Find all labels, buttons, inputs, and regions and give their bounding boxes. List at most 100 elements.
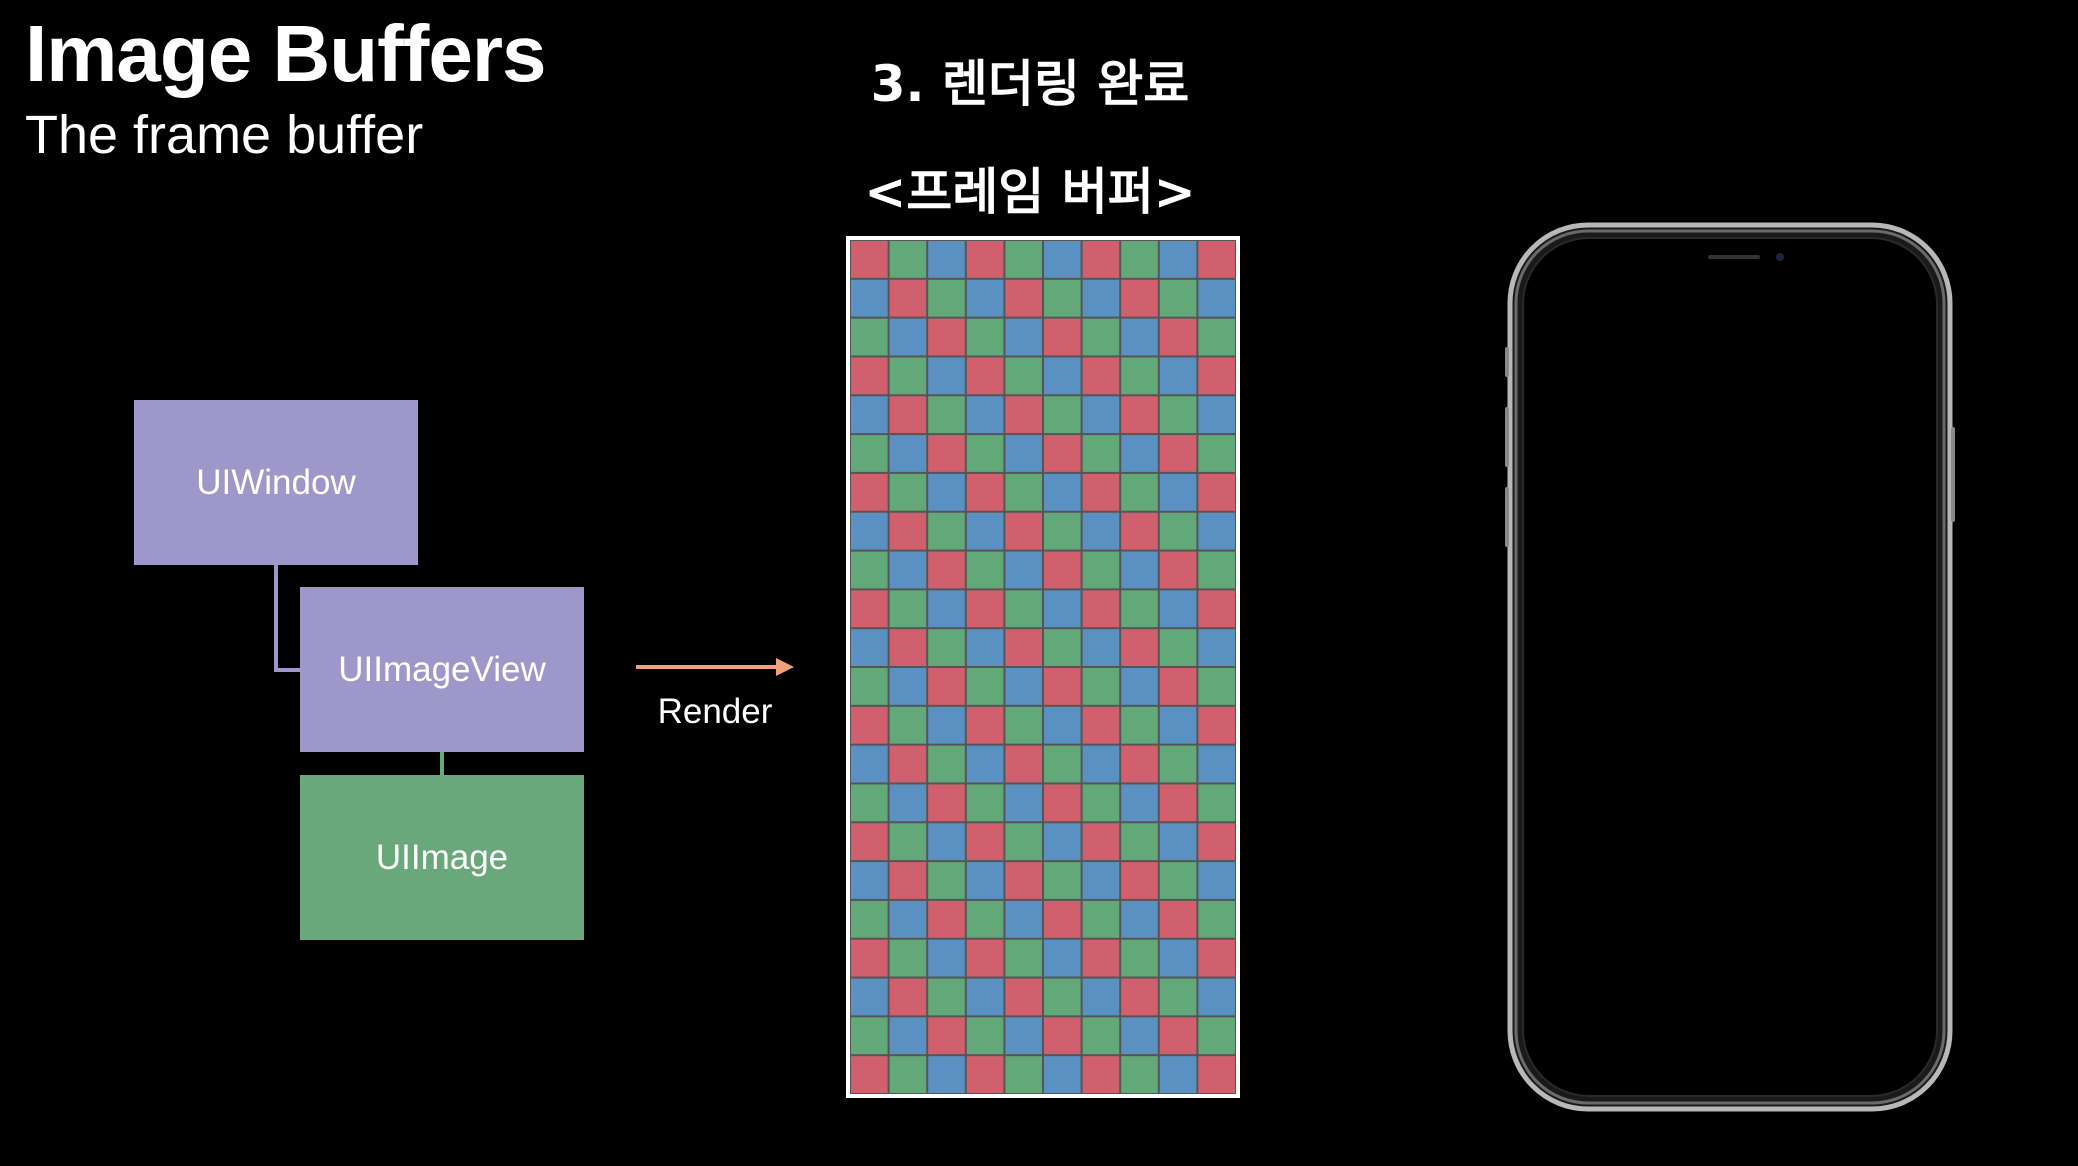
buffer-pixel bbox=[1082, 823, 1120, 861]
buffer-pixel bbox=[1121, 784, 1158, 822]
step-heading: 3. 렌더링 완료 bbox=[870, 55, 1190, 113]
buffer-pixel bbox=[851, 900, 888, 938]
buffer-pixel bbox=[889, 784, 927, 822]
buffer-pixel bbox=[1159, 629, 1197, 666]
buffer-pixel bbox=[1121, 1056, 1158, 1093]
buffer-pixel bbox=[966, 473, 1004, 511]
buffer-pixel bbox=[1082, 629, 1120, 666]
buffer-pixel bbox=[1198, 668, 1235, 705]
buffer-pixel bbox=[1044, 978, 1081, 1016]
buffer-pixel bbox=[851, 473, 888, 511]
buffer-pixel bbox=[1082, 784, 1120, 822]
buffer-pixel bbox=[1044, 357, 1081, 395]
buffer-pixel bbox=[889, 1056, 927, 1093]
buffer-pixel bbox=[928, 629, 965, 666]
buffer-pixel bbox=[889, 1017, 927, 1055]
buffer-pixel bbox=[1005, 668, 1042, 705]
buffer-pixel bbox=[1005, 241, 1042, 278]
buffer-pixel bbox=[966, 396, 1004, 434]
buffer-pixel bbox=[1044, 668, 1081, 705]
buffer-pixel bbox=[966, 668, 1004, 705]
buffer-pixel bbox=[1159, 1017, 1197, 1055]
buffer-pixel bbox=[1198, 784, 1235, 822]
buffer-pixel bbox=[851, 318, 888, 356]
buffer-pixel bbox=[1082, 1017, 1120, 1055]
buffer-pixel bbox=[1044, 590, 1081, 628]
buffer-pixel bbox=[966, 241, 1004, 278]
buffer-pixel bbox=[1159, 241, 1197, 278]
buffer-pixel bbox=[1082, 862, 1120, 899]
buffer-pixel bbox=[851, 1056, 888, 1093]
slide-title: Image Buffers bbox=[25, 9, 546, 98]
buffer-pixel bbox=[1198, 862, 1235, 899]
buffer-pixel bbox=[889, 318, 927, 356]
buffer-pixel bbox=[966, 590, 1004, 628]
buffer-pixel bbox=[1082, 978, 1120, 1016]
buffer-pixel bbox=[966, 1017, 1004, 1055]
frame-buffer-label: <프레임 버퍼> bbox=[864, 163, 1196, 221]
buffer-pixel bbox=[1121, 279, 1158, 317]
buffer-pixel bbox=[851, 978, 888, 1016]
buffer-pixel bbox=[1159, 939, 1197, 977]
buffer-pixel bbox=[1121, 357, 1158, 395]
buffer-pixel bbox=[1082, 900, 1120, 938]
buffer-pixel bbox=[1044, 745, 1081, 783]
buffer-pixel bbox=[889, 629, 927, 666]
buffer-pixel bbox=[851, 512, 888, 550]
buffer-pixel bbox=[1005, 823, 1042, 861]
buffer-pixel bbox=[1198, 551, 1235, 589]
buffer-pixel bbox=[851, 590, 888, 628]
uiimageview-label: UIImageView bbox=[338, 649, 546, 689]
buffer-pixel bbox=[1159, 396, 1197, 434]
buffer-pixel bbox=[1044, 706, 1081, 744]
buffer-pixel bbox=[851, 551, 888, 589]
buffer-pixel bbox=[928, 435, 965, 472]
buffer-pixel bbox=[1198, 745, 1235, 783]
buffer-pixel bbox=[1121, 473, 1158, 511]
buffer-pixel bbox=[889, 706, 927, 744]
buffer-pixel bbox=[1198, 823, 1235, 861]
buffer-pixel bbox=[1159, 357, 1197, 395]
buffer-pixel bbox=[928, 900, 965, 938]
buffer-pixel bbox=[1044, 512, 1081, 550]
buffer-pixel bbox=[889, 900, 927, 938]
buffer-pixel bbox=[1082, 279, 1120, 317]
buffer-pixel bbox=[1044, 900, 1081, 938]
buffer-pixel bbox=[1044, 939, 1081, 977]
buffer-pixel bbox=[889, 473, 927, 511]
buffer-pixel bbox=[889, 590, 927, 628]
buffer-pixel bbox=[1082, 939, 1120, 977]
buffer-pixel bbox=[966, 551, 1004, 589]
buffer-pixel bbox=[1005, 784, 1042, 822]
buffer-pixel bbox=[928, 473, 965, 511]
buffer-pixel bbox=[1159, 862, 1197, 899]
buffer-pixel bbox=[1044, 629, 1081, 666]
buffer-pixel bbox=[966, 978, 1004, 1016]
buffer-pixel bbox=[1198, 978, 1235, 1016]
buffer-pixel bbox=[1159, 590, 1197, 628]
buffer-pixel bbox=[1044, 551, 1081, 589]
buffer-pixel bbox=[851, 745, 888, 783]
buffer-pixel bbox=[1159, 279, 1197, 317]
buffer-pixel bbox=[1005, 939, 1042, 977]
buffer-pixel bbox=[889, 668, 927, 705]
buffer-pixel bbox=[851, 241, 888, 278]
buffer-pixel bbox=[1082, 473, 1120, 511]
buffer-pixel bbox=[1121, 668, 1158, 705]
buffer-pixel bbox=[1121, 590, 1158, 628]
buffer-pixel bbox=[851, 357, 888, 395]
buffer-pixel bbox=[889, 512, 927, 550]
buffer-pixel bbox=[1005, 435, 1042, 472]
buffer-pixel bbox=[1082, 590, 1120, 628]
buffer-pixel bbox=[851, 1017, 888, 1055]
buffer-pixel bbox=[928, 784, 965, 822]
buffer-pixel bbox=[1198, 473, 1235, 511]
buffer-pixel bbox=[928, 939, 965, 977]
buffer-pixel bbox=[928, 745, 965, 783]
buffer-pixel bbox=[851, 862, 888, 899]
buffer-pixel bbox=[851, 629, 888, 666]
buffer-pixel bbox=[966, 279, 1004, 317]
buffer-pixel bbox=[1121, 939, 1158, 977]
uiwindow-label: UIWindow bbox=[196, 462, 356, 502]
buffer-pixel bbox=[851, 784, 888, 822]
